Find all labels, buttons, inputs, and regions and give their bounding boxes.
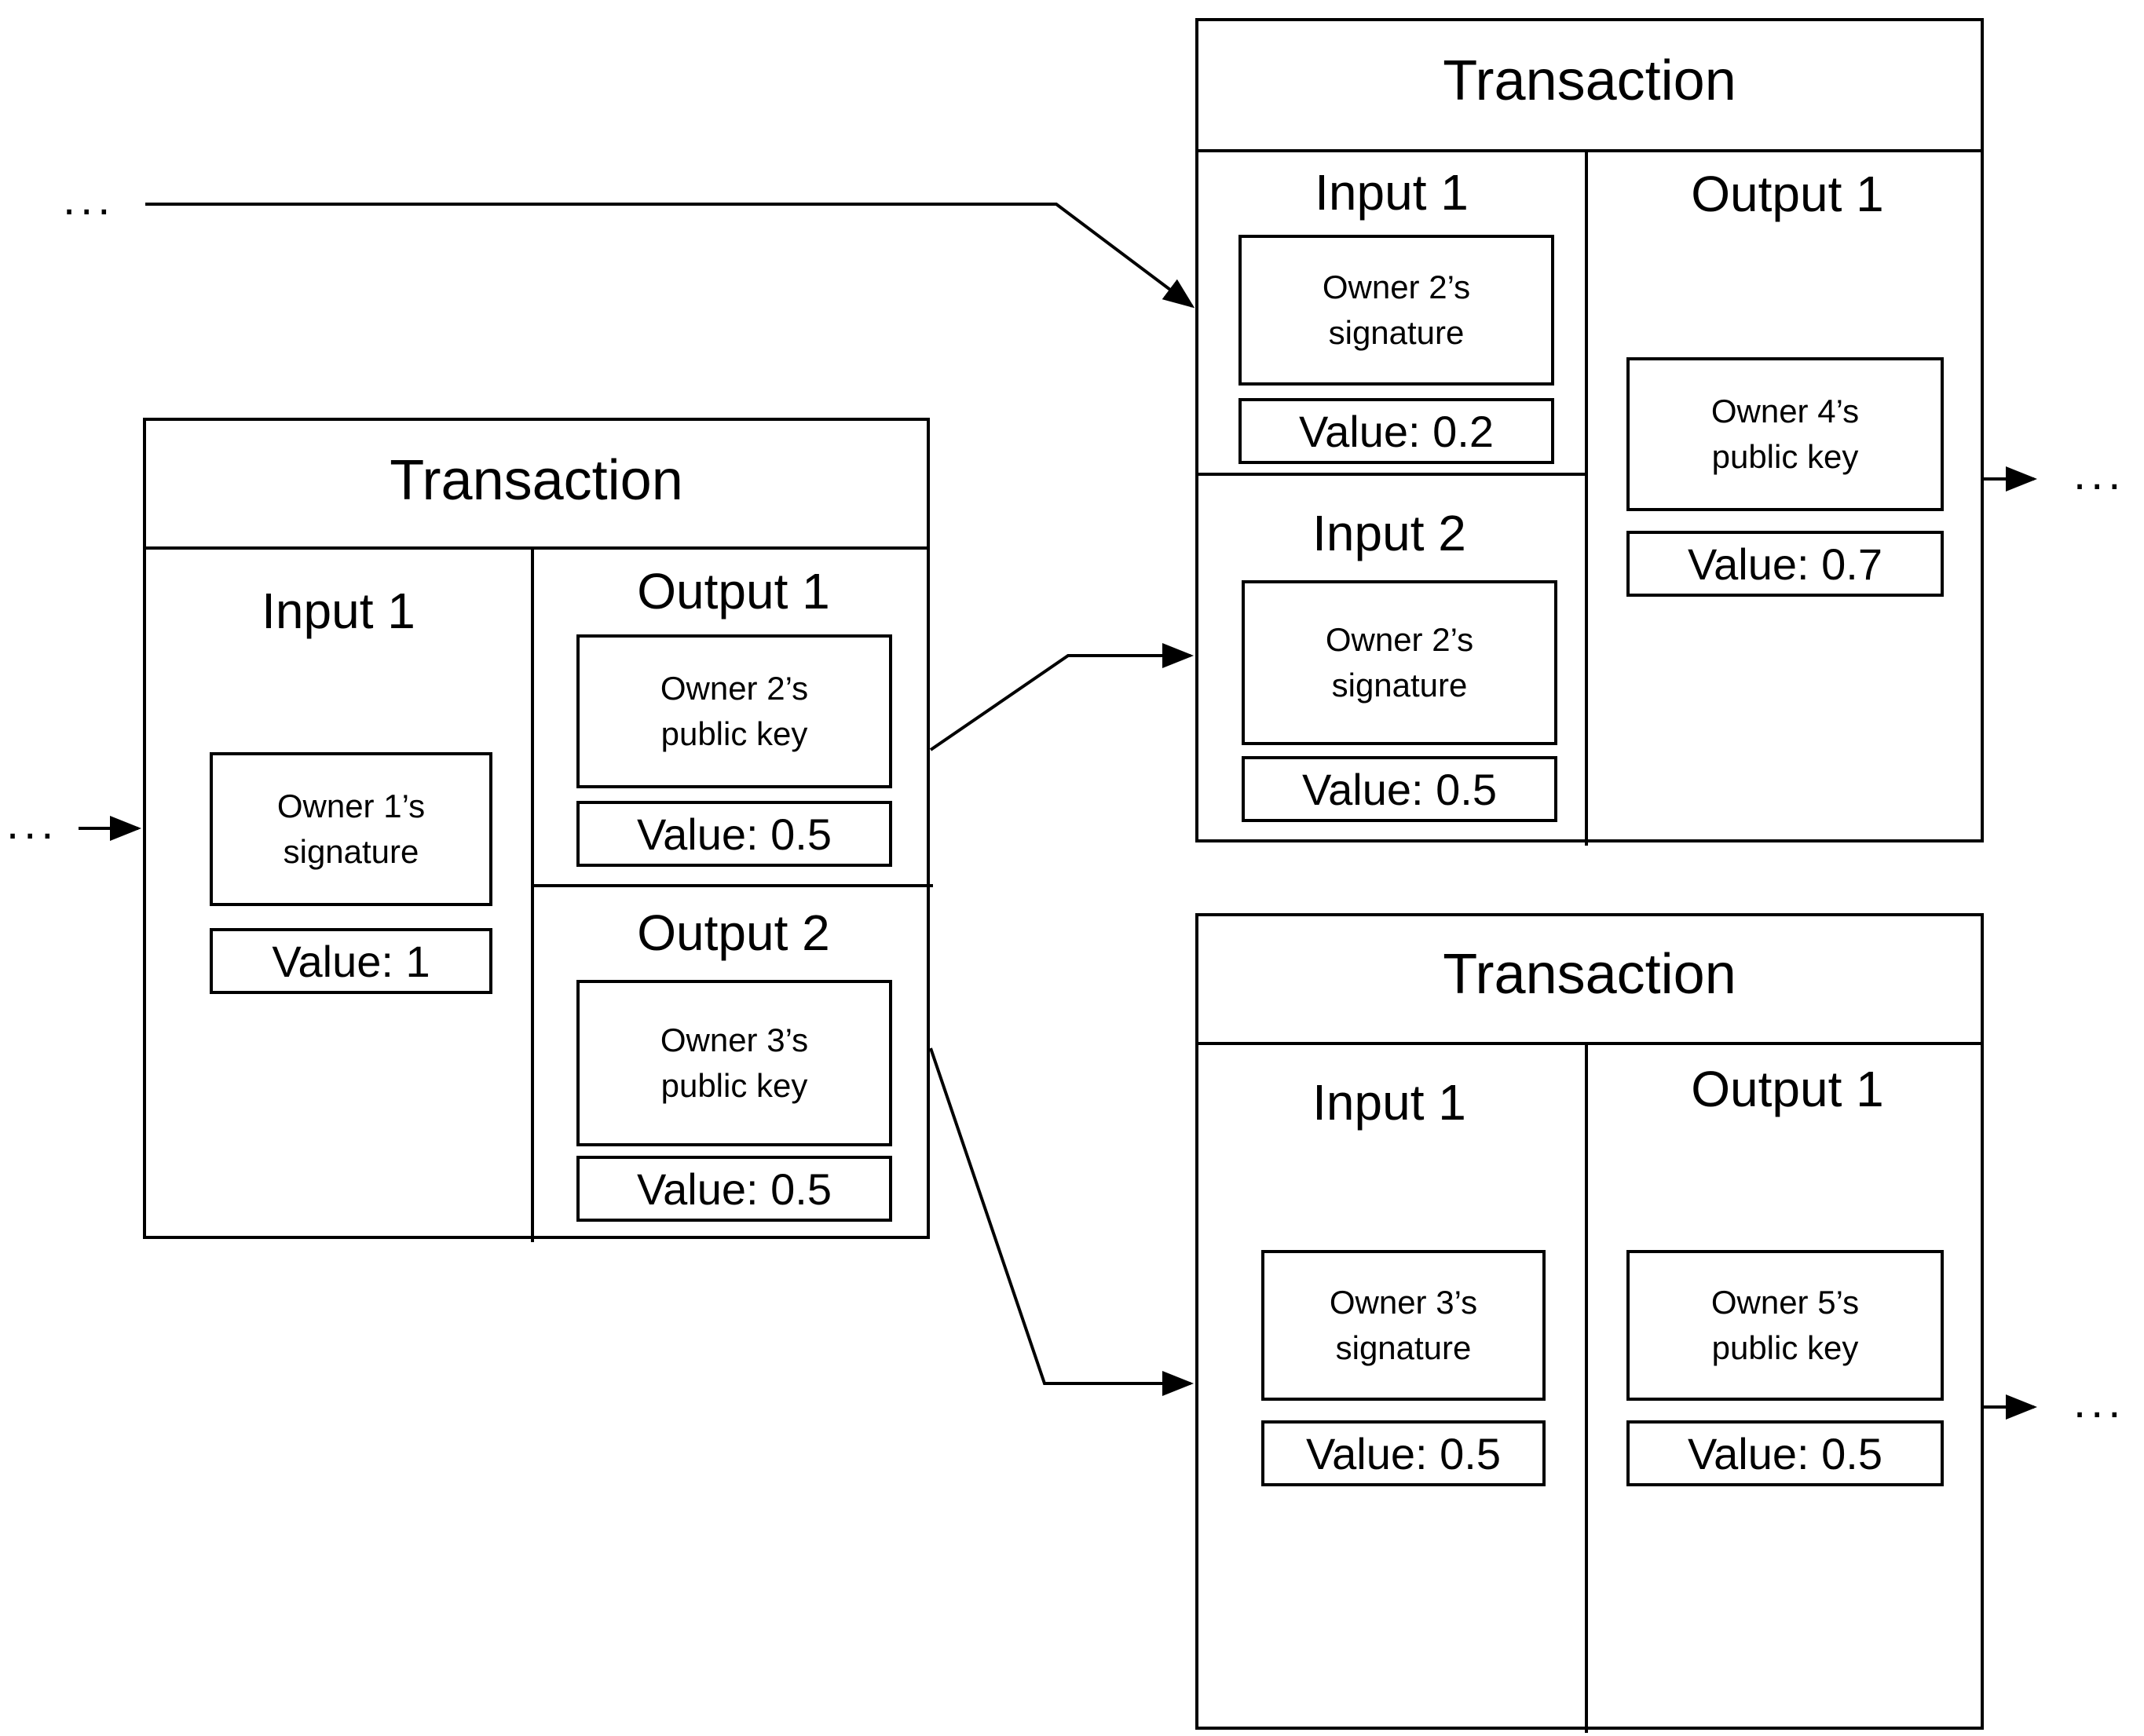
- column-divider: [531, 546, 534, 1242]
- input1-value: Value: 0.5: [1261, 1420, 1546, 1486]
- output1-label: Output 1: [637, 563, 830, 619]
- output1-value: Value: 0.5: [576, 801, 892, 867]
- signature-box: Owner 1’s signature: [210, 752, 492, 906]
- ellipsis-mid-left: ...: [6, 798, 59, 849]
- input1-label: Input 1: [262, 583, 415, 639]
- ellipsis-top-left: ...: [63, 174, 115, 225]
- public-key-box: Owner 3’s public key: [576, 980, 892, 1146]
- transaction-title: Transaction: [1443, 943, 1736, 1006]
- signature-box: Owner 2’s signature: [1238, 235, 1554, 386]
- output2-label: Output 2: [637, 905, 830, 961]
- input2-label: Input 2: [1312, 505, 1466, 561]
- input1-value: Value: 0.2: [1238, 398, 1554, 464]
- title-divider: [146, 546, 927, 550]
- signature-text: Owner 2’s signature: [1325, 621, 1474, 704]
- public-key-text: Owner 5’s public key: [1710, 1284, 1860, 1366]
- output1-label: Output 1: [1691, 166, 1884, 222]
- output1-label: Output 1: [1691, 1061, 1884, 1117]
- public-key-text: Owner 3’s public key: [660, 1021, 809, 1104]
- input1-label: Input 1: [1315, 164, 1469, 221]
- signature-text: Owner 2’s signature: [1322, 269, 1471, 351]
- output1-value: Value: 0.7: [1626, 531, 1944, 597]
- transaction-bottom-right: Transaction Input 1 Owner 3’s signature …: [1195, 913, 1984, 1733]
- public-key-text: Owner 2’s public key: [660, 670, 809, 752]
- transaction-title: Transaction: [390, 449, 683, 512]
- signature-box: Owner 2’s signature: [1242, 580, 1557, 745]
- arrow-prev-to-top-input1: [145, 203, 1195, 309]
- output2-value: Value: 0.5: [576, 1156, 892, 1222]
- input2-value: Value: 0.5: [1242, 756, 1557, 822]
- input1-value: Value: 1: [210, 928, 492, 994]
- output-divider: [531, 884, 933, 887]
- public-key-box: Owner 5’s public key: [1626, 1250, 1944, 1401]
- public-key-box: Owner 2’s public key: [576, 634, 892, 788]
- transaction-top-right: Transaction Input 1 Owner 2’s signature …: [1195, 18, 1984, 846]
- column-divider: [1585, 149, 1588, 846]
- public-key-box: Owner 4’s public key: [1626, 357, 1944, 511]
- input1-label: Input 1: [1312, 1074, 1466, 1131]
- title-divider: [1198, 1042, 1981, 1045]
- title-divider: [1198, 149, 1981, 152]
- signature-text: Owner 1’s signature: [276, 788, 426, 870]
- ellipsis-bottom-right: ...: [2073, 1376, 2126, 1427]
- input-divider: [1198, 473, 1586, 476]
- transaction-title: Transaction: [1443, 49, 1736, 112]
- public-key-text: Owner 4’s public key: [1710, 393, 1860, 475]
- output1-value: Value: 0.5: [1626, 1420, 1944, 1486]
- column-divider: [1585, 1042, 1588, 1733]
- transaction-left: Transaction Input 1 Owner 1’s signature …: [143, 418, 933, 1242]
- arrow-output1-to-top-input2: [929, 643, 1194, 751]
- signature-box: Owner 3’s signature: [1261, 1250, 1546, 1401]
- ellipsis-top-right: ...: [2073, 448, 2126, 499]
- arrow-output2-to-bottom-input1: [929, 1047, 1194, 1396]
- signature-text: Owner 3’s signature: [1329, 1284, 1478, 1366]
